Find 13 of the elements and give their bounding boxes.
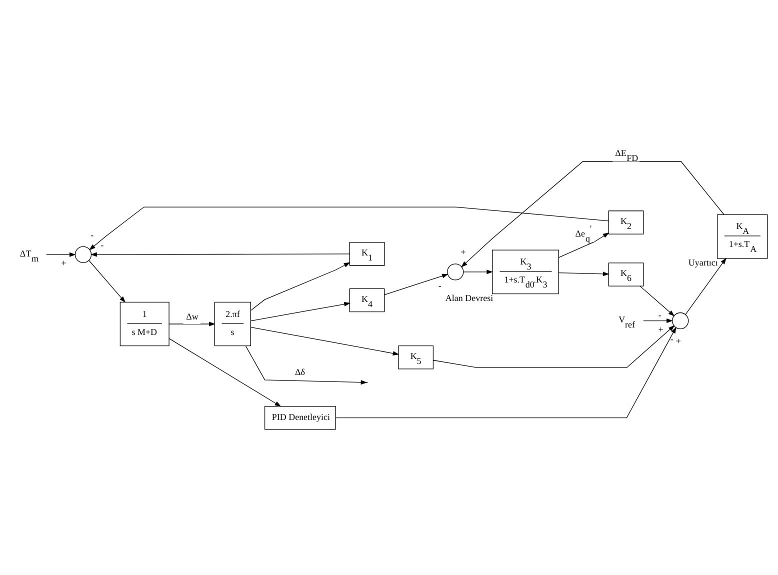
- edge-label: Δw: [186, 310, 198, 321]
- label: -: [90, 230, 94, 240]
- edge-label: Δδ: [294, 366, 305, 377]
- label: +: [460, 246, 466, 257]
- label: -: [670, 334, 673, 344]
- node-label: Alan Devresi: [444, 292, 493, 302]
- label: +: [658, 324, 663, 334]
- label: -: [658, 309, 661, 320]
- label: +: [60, 258, 66, 268]
- node-label: Uyartıcı: [688, 257, 718, 268]
- label: -: [100, 239, 104, 250]
- label: -: [438, 280, 441, 290]
- label: +: [675, 336, 680, 346]
